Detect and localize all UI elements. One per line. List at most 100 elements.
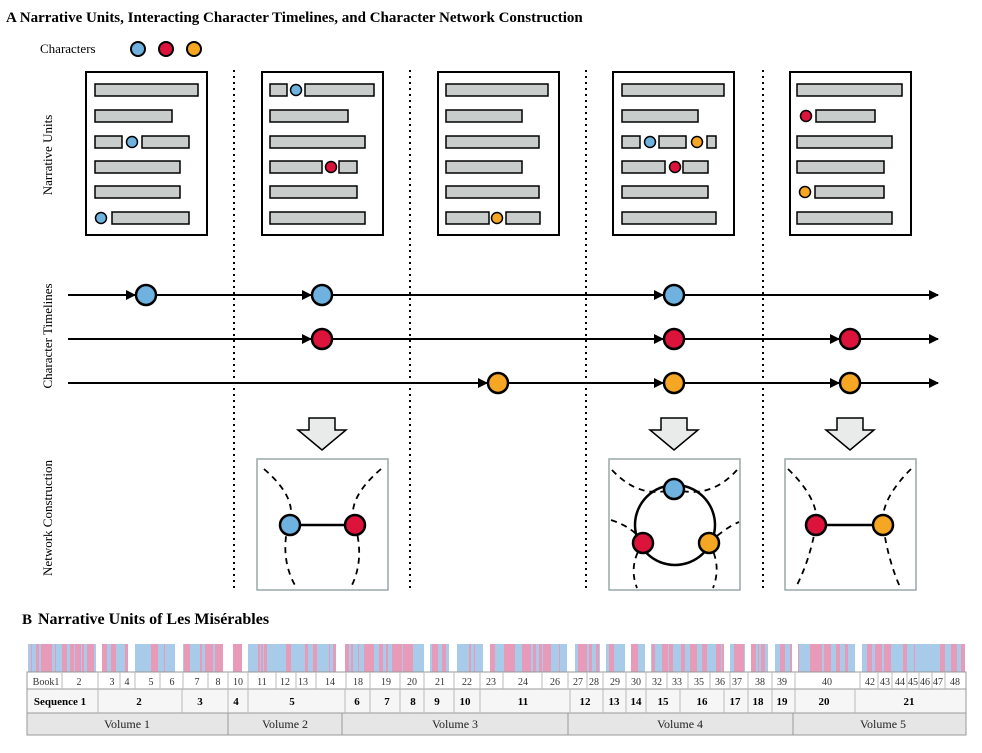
narrative-unit-stripe — [103, 644, 106, 672]
narrative-unit-stripe — [437, 644, 438, 672]
text-line-bar — [445, 160, 523, 174]
row-label-narrative-units: Narrative Units — [40, 115, 55, 196]
sequence-number: 9 — [434, 696, 440, 708]
narrative-unit-stripe — [668, 644, 669, 672]
narrative-unit-stripe — [273, 644, 274, 672]
narrative-unit-stripe — [383, 644, 386, 672]
narrative-unit-stripe — [546, 644, 550, 672]
sequence-number: 19 — [777, 696, 789, 708]
character-appearance-node — [662, 371, 686, 395]
dashed-edge — [787, 468, 818, 588]
narrative-unit-stripe — [283, 644, 286, 672]
narrative-unit-stripe — [802, 644, 805, 672]
narrative-unit-stripe — [707, 644, 709, 672]
character-appearance-node — [134, 283, 158, 307]
narrative-unit-stripe — [612, 644, 613, 672]
narrative-unit-stripe — [260, 644, 261, 672]
narrative-unit-stripe — [495, 644, 497, 672]
narrative-unit-stripe — [294, 644, 298, 672]
document-frame — [437, 71, 560, 236]
stripe-block-17 — [775, 644, 792, 672]
narrative-unit-stripe — [616, 644, 619, 672]
text-line-bar — [338, 160, 358, 174]
row-label-network-construction: Network Construction — [40, 460, 55, 576]
narrative-unit-stripe — [919, 644, 920, 672]
narrative-unit-stripe — [218, 644, 222, 672]
narrative-unit-stripe — [894, 644, 895, 672]
stripe-block-11 — [575, 644, 600, 672]
narrative-unit-stripe — [274, 644, 278, 672]
narrative-unit-stripe — [514, 644, 515, 672]
narrative-unit-stripe — [116, 644, 119, 672]
sequence-number: 5 — [289, 696, 295, 708]
narrative-unit-stripe — [531, 644, 533, 672]
narrative-unit-stripe — [848, 644, 853, 672]
narrative-unit-stripe — [798, 644, 799, 672]
down-arrow-1 — [295, 417, 349, 451]
narrative-unit-stripe — [438, 644, 439, 672]
narrative-unit-stripe — [248, 644, 249, 672]
narrative-unit-stripe — [345, 644, 349, 672]
narrative-unit-stripe — [785, 644, 790, 672]
text-line-bar — [445, 185, 540, 199]
volume-label: Volume 3 — [432, 717, 478, 731]
narrative-unit-stripe — [28, 644, 31, 672]
narrative-unit-stripe — [474, 644, 475, 672]
narrative-unit-stripe — [264, 644, 267, 672]
narrative-unit-stripe — [611, 644, 612, 672]
narrative-unit-stripe — [497, 644, 501, 672]
narrative-unit-stripe — [579, 644, 583, 672]
narrative-unit-stripe — [903, 644, 907, 672]
legend-orange-character — [186, 41, 202, 57]
narrative-unit-stripe — [442, 644, 444, 672]
narrative-unit-stripe — [490, 644, 494, 672]
sequence-number: 11 — [518, 696, 528, 708]
text-line-bar — [796, 135, 893, 149]
narrative-unit-stripe — [862, 644, 866, 672]
stripe-block-13 — [631, 644, 645, 672]
narrative-unit-stripe — [313, 644, 317, 672]
narrative-unit-stripe — [822, 644, 824, 672]
narrative-unit-stripe — [198, 644, 200, 672]
narrative-unit-stripe — [685, 644, 690, 672]
legend-blue-character — [130, 41, 146, 57]
book-label: 4 — [125, 677, 130, 688]
narrative-unit-stripe — [758, 644, 759, 672]
character-mention-dot — [94, 211, 108, 225]
character-appearance-node — [486, 371, 510, 395]
narrative-unit-stripe — [298, 644, 301, 672]
narrative-unit-stripe — [386, 644, 388, 672]
stripe-block-18 — [798, 644, 855, 672]
sequence-label: Sequence 1 — [34, 696, 86, 708]
book-label: 39 — [777, 677, 787, 688]
narrative-unit-stripe — [249, 644, 252, 672]
book-label: Book1 — [33, 677, 60, 688]
narrative-unit-stripe — [439, 644, 442, 672]
narrative-unit-stripe — [589, 644, 592, 672]
timeline-orange — [68, 371, 939, 395]
text-line-bar — [445, 109, 523, 123]
character-appearance-node — [662, 283, 686, 307]
narrative-unit-stripe — [936, 644, 940, 672]
narrative-unit-stripe — [721, 644, 722, 672]
narrative-unit-stripe — [32, 644, 35, 672]
narrative-unit-stripe — [565, 644, 567, 672]
book-label: 3 — [110, 677, 115, 688]
narrative-unit-stripe — [624, 644, 625, 672]
narrative-unit-stripe — [147, 644, 151, 672]
narrative-unit-stripe — [78, 644, 81, 672]
narrative-unit-stripe — [890, 644, 891, 672]
text-line-bar — [445, 211, 490, 225]
narrative-unit-stripe — [172, 644, 175, 672]
stripe-block-9 — [457, 644, 483, 672]
document-frame — [789, 71, 912, 236]
narrative-unit-stripe — [158, 644, 162, 672]
narrative-unit-stripe — [469, 644, 471, 672]
sequence-number: 13 — [609, 696, 621, 708]
text-line-bar — [94, 83, 199, 97]
narrative-unit-stripe — [722, 644, 724, 672]
sequence-number: 16 — [697, 696, 709, 708]
network-node-blue — [662, 477, 686, 501]
narrative-unit-stripe — [539, 644, 542, 672]
